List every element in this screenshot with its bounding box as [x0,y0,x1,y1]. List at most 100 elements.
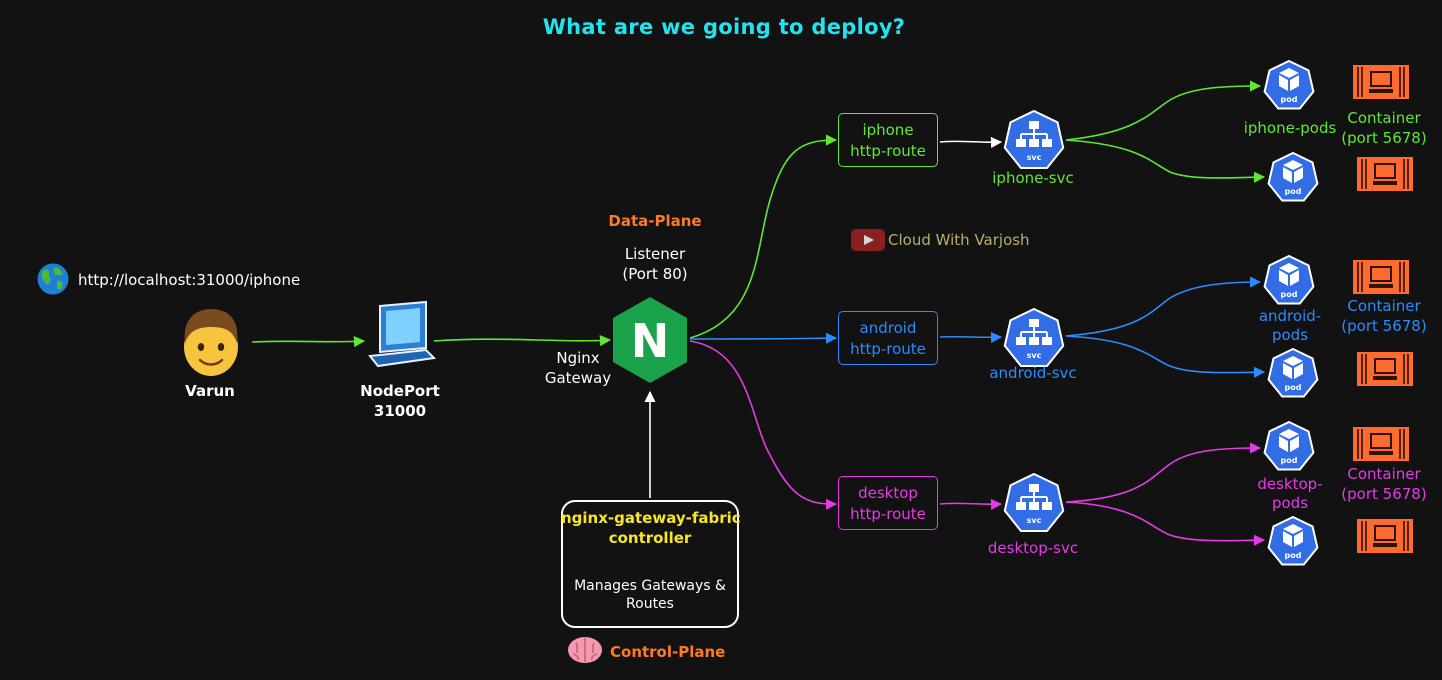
pod-icon: pod [1263,59,1315,110]
pod-icon: pod [1263,420,1315,471]
listener-label-line2: (Port 80) [622,265,688,283]
user-avatar-icon [184,309,238,376]
android-pods-label-line1: android- [1258,307,1322,325]
svg-text:pod: pod [1285,383,1302,392]
desktop-pods-label-line2: pods [1271,494,1309,512]
desktop-container-2-icon [1356,518,1414,558]
android-pods-label-line2: pods [1271,326,1309,344]
svg-text:pod: pod [1281,290,1298,299]
desktop-route-label-line2: http-route [850,505,926,523]
desktop-route-box [838,476,938,530]
iphone-container-1-icon [1352,64,1410,104]
arrow-gateway-to-desktop-route [689,340,838,510]
controller-desc-line2: Routes [626,596,674,612]
nginx-logo-letter: N [631,314,670,368]
brain-icon [568,637,602,663]
iphone-container-label-line1: Container [1347,109,1421,127]
pod-icon: pod [1267,515,1319,566]
iphone-pod-1-icon: pod [1262,59,1316,116]
svg-text:pod: pod [1281,456,1298,465]
service-icon: svc [1003,307,1065,367]
arrow-varun-to-nodeport [251,336,366,348]
arrow-nodeport-to-gateway [433,335,612,347]
container-icon [1353,427,1409,461]
desktop-route-label-line1: desktop [858,484,918,502]
watermark-label: Cloud With Varjosh [888,231,1030,249]
container-icon [1357,157,1413,191]
nodeport-label-line1: NodePort [360,382,440,400]
svg-text:pod: pod [1285,187,1302,196]
svg-text:pod: pod [1285,551,1302,560]
container-icon [1353,260,1409,294]
arrow-iphone-svc-to-pod2 [1065,139,1266,183]
controller-title-line1: nginx-gateway-fabric [561,509,741,527]
container-icon [1353,65,1409,99]
iphone-route-box [838,113,938,167]
arrow-iphone-route-to-svc [939,136,1003,149]
svg-text:svc: svc [1027,351,1042,360]
arrow-gateway-to-android-route [689,332,838,344]
arrow-desktop-svc-to-pod2 [1065,501,1266,546]
desktop-container-label-line2: (port 5678) [1341,485,1427,503]
arrow-gateway-to-iphone-route [689,134,838,339]
data-plane-label: Data-Plane [608,212,702,230]
svg-text:svc: svc [1027,516,1042,525]
controller-box [561,500,739,628]
android-svc-icon: svc [1002,306,1066,374]
control-plane-label: Control-Plane [610,643,726,661]
client-name: Varun [185,382,235,400]
desktop-pod-2-icon: pod [1266,515,1320,572]
android-pod-1-icon: pod [1262,254,1316,311]
container-icon [1357,352,1413,386]
nginx-logo-icon: N [613,297,687,383]
desktop-svc-icon: svc [1002,471,1066,539]
iphone-route-label-line1: iphone [862,121,914,139]
gateway-name-line2: Gateway [544,369,612,387]
controller-desc-line1: Manages Gateways & [574,578,726,594]
page-title: What are we going to deploy? [542,15,906,39]
iphone-container-label-line2: (port 5678) [1341,129,1427,147]
android-pod-2-icon: pod [1266,347,1320,404]
pod-icon: pod [1267,347,1319,398]
arrow-iphone-svc-to-pod1 [1065,80,1262,141]
controller-title-line2: controller [608,529,692,547]
gateway-name-line1: Nginx [556,349,600,367]
nodeport-label-line2: 31000 [373,402,427,420]
iphone-pods-label-line1: iphone-pods [1243,119,1337,137]
desktop-pods-label-line1: desktop- [1257,475,1323,493]
desktop-svc-label: desktop-svc [987,539,1079,557]
android-route-label-line2: http-route [850,340,926,358]
service-icon: svc [1003,109,1065,169]
android-container-2-icon [1356,351,1414,391]
iphone-pod-2-icon: pod [1266,151,1320,208]
desktop-container-label-line1: Container [1347,465,1421,483]
arrow-android-route-to-svc [939,331,1003,344]
android-route-box [838,311,938,365]
android-container-1-icon [1352,259,1410,299]
iphone-route-label-line2: http-route [850,142,926,160]
android-svc-label: android-svc [989,364,1077,382]
desktop-pod-1-icon: pod [1262,420,1316,477]
pod-icon: pod [1263,254,1315,305]
request-url: http://localhost:31000/iphone [78,271,301,289]
youtube-icon [851,229,885,251]
arrow-desktop-svc-to-pod1 [1065,442,1262,503]
android-container-label-line2: (port 5678) [1341,317,1427,335]
svg-text:pod: pod [1281,95,1298,104]
listener-label-line1: Listener [624,245,686,263]
service-icon: svc [1003,472,1065,532]
arrow-android-svc-to-pod1 [1065,276,1262,337]
pod-icon: pod [1267,151,1319,202]
globe-icon [37,263,69,295]
container-icon [1357,519,1413,553]
android-container-label-line1: Container [1347,297,1421,315]
arrow-desktop-route-to-svc [939,498,1003,511]
arrow-android-svc-to-pod2 [1065,335,1266,378]
laptop-icon [368,300,436,368]
android-route-label-line1: android [859,319,917,337]
desktop-container-1-icon [1352,426,1410,466]
iphone-svc-icon: svc [1002,108,1066,176]
iphone-svc-label: iphone-svc [992,169,1074,187]
